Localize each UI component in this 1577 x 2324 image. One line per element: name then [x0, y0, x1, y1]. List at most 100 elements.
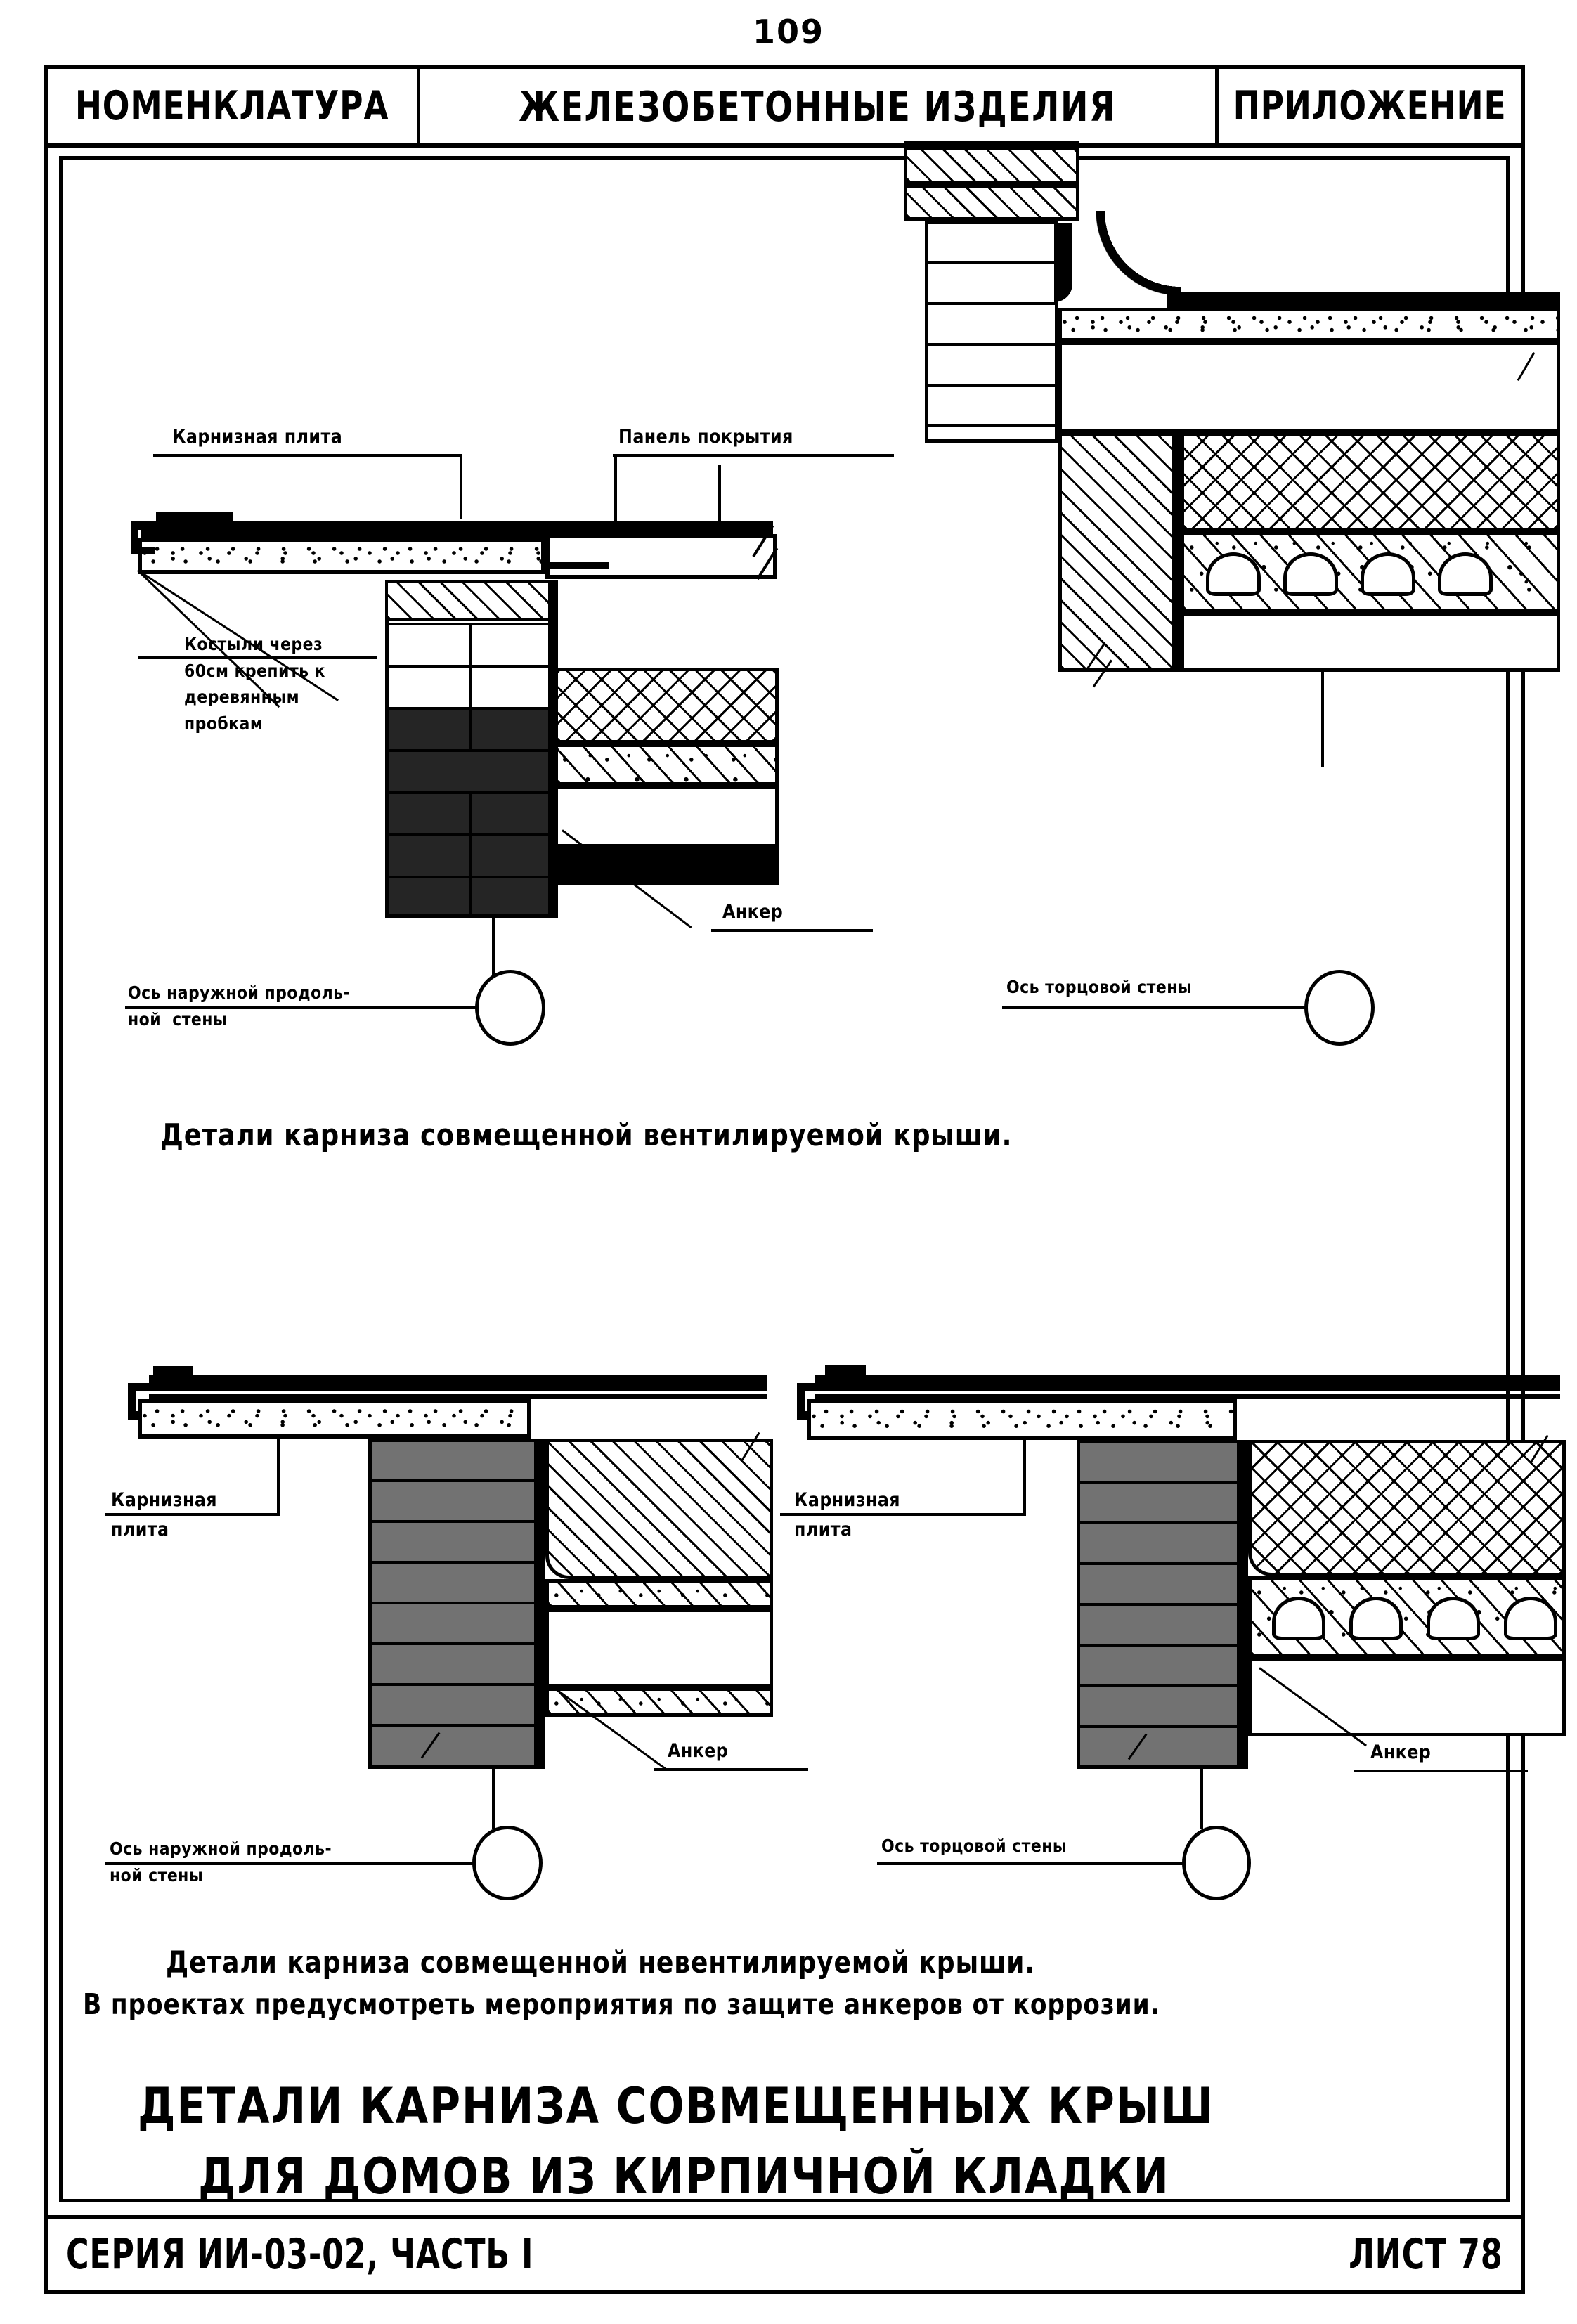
brick-course — [925, 302, 1058, 305]
header-nomenclature-label: НОМЕНКЛАТУРА — [75, 82, 389, 129]
detail-ventilated-longitudinal-wall: Карнизная плита Панель покрытия Костыли … — [0, 0, 894, 1096]
insulation-layer — [545, 1439, 773, 1579]
drip-edge-return — [797, 1383, 805, 1420]
leader-drop-cornice-slab — [277, 1439, 280, 1514]
title-block-footer: СЕРИЯ ИИ-03-02, ЧАСТЬ I ЛИСТ 78 — [44, 2215, 1525, 2294]
axis-line-horizontal — [1002, 1006, 1325, 1009]
parapet-top-seal — [904, 141, 1079, 149]
roofing-texture-deck — [1167, 292, 1560, 302]
bearing-shelf — [554, 848, 779, 885]
main-title-line1: ДЕТАЛИ КАРНИЗА СОВМЕЩЕННЫХ КРЫШ — [138, 2077, 1214, 2135]
axis-line-vertical — [1321, 672, 1324, 767]
roofing-layer2-overhang — [815, 1394, 1560, 1399]
wall-panel-joint — [534, 1439, 545, 1769]
axis-line-horizontal — [105, 1862, 492, 1865]
insulation-layer — [554, 668, 779, 744]
floor-slab — [554, 744, 779, 786]
soffit-space — [1181, 613, 1560, 672]
ceiling-space — [545, 1609, 773, 1687]
panel-void — [1206, 552, 1261, 596]
detail-nonventilated-end-wall: Карнизная плита Анкер Ос — [780, 1307, 1577, 1919]
floor-slab — [545, 1579, 773, 1609]
roofing-layer-overhang — [141, 530, 773, 538]
roofing-layer-overhang — [815, 1383, 1560, 1391]
drip-edge-apron — [797, 1383, 850, 1391]
brick-hatch-overlay — [372, 1442, 538, 1765]
parapet-cap-lower — [904, 184, 1079, 221]
cornice-slab-body — [138, 538, 545, 574]
label-cornice-slab: Карнизная плита — [794, 1489, 901, 1540]
note-anchor-corrosion: В проектах предусмотреть мероприятия по … — [83, 1987, 1160, 2021]
footer-sheet-label: ЛИСТ 78 — [1348, 2230, 1503, 2279]
detail-nonventilated-longitudinal-wall: Карнизная плита Анкер Ось наружной продо… — [0, 1307, 808, 1919]
end-wall-below — [1058, 433, 1181, 672]
axis-line-vertical — [492, 1769, 495, 1829]
axis-line-horizontal — [125, 1006, 491, 1009]
cleat-bracket — [156, 512, 233, 527]
panel-void — [1504, 1597, 1557, 1640]
axis-circle-marker — [1304, 970, 1375, 1046]
wall-panel-joint — [548, 580, 558, 918]
brick-hatch-overlay — [1080, 1443, 1240, 1765]
panel-void — [1349, 1597, 1403, 1640]
leader-underline-cornice-slab — [105, 1513, 280, 1516]
brick-course — [925, 343, 1058, 346]
brick-course — [925, 261, 1058, 264]
brick-course — [925, 384, 1058, 387]
header-cell-appendix: ПРИЛОЖЕНИЕ — [1219, 69, 1521, 143]
leader-underline-anchor — [654, 1768, 808, 1771]
label-roof-panel: Панель покрытия — [618, 426, 793, 448]
leader-underline-roof-panel — [613, 454, 894, 457]
leader-underline-anchor — [711, 929, 873, 932]
label-axis-end-wall: Ось торцовой стены — [881, 1836, 1067, 1856]
axis-circle-marker — [472, 1826, 543, 1900]
label-anchor: Анкер — [722, 901, 784, 923]
insulation-layer — [1248, 1440, 1566, 1576]
panel-void — [1272, 1597, 1325, 1640]
leader-drop2-roof-panel — [718, 465, 721, 543]
leader-underline-cornice-slab — [153, 454, 462, 457]
cleat-bracket — [153, 1366, 193, 1380]
footer-series-label: СЕРИЯ ИИ-03-02, ЧАСТЬ I — [66, 2230, 534, 2279]
end-wall-joint — [1172, 433, 1182, 672]
caption-nonventilated-roof: Детали карниза совмещенной невентилируем… — [166, 1945, 1035, 1980]
roofing-layer-deck — [1167, 301, 1560, 308]
brick-course — [925, 424, 1058, 427]
drip-edge-apron — [128, 1383, 181, 1391]
detail-ventilated-end-wall: Панель покрытия — [787, 0, 1577, 1096]
roofing-cove-sweep — [1054, 211, 1181, 295]
panel-void — [1438, 552, 1493, 596]
caption-ventilated-roof: Детали карниза совмещенной вентилируемой… — [160, 1117, 1013, 1153]
leader-underline-kostyli — [138, 656, 377, 659]
header-appendix-label: ПРИЛОЖЕНИЕ — [1233, 82, 1507, 129]
header-cell-title: ЖЕЛЕЗОБЕТОННЫЕ ИЗДЕЛИЯ — [420, 69, 1219, 143]
drip-edge-return — [131, 521, 138, 554]
drip-edge-return — [128, 1383, 136, 1420]
leader-underline-cornice-slab — [780, 1513, 1026, 1516]
ventilated-air-cavity — [1058, 342, 1560, 433]
attic-block — [385, 580, 554, 621]
label-cornice-slab: Карнизная плита — [111, 1489, 218, 1540]
brick-hatch-overlay — [389, 710, 550, 915]
cleat-bracket — [825, 1365, 866, 1380]
leader-underline-anchor — [1354, 1770, 1528, 1772]
label-cornice-slab: Карнизная плита — [172, 426, 343, 448]
roofing-layer2-overhang — [149, 1394, 767, 1399]
leader-drop-cornice-slab — [460, 454, 462, 519]
roofing-texture-overhang — [149, 1375, 767, 1384]
roofing-layer-overhang — [149, 1383, 767, 1391]
panel-void — [1361, 552, 1415, 596]
screed-layer — [1058, 308, 1560, 342]
axis-line-vertical — [1200, 1769, 1203, 1829]
label-axis-end-wall: Ось торцовой стены — [1006, 977, 1193, 997]
axis-line-horizontal — [877, 1862, 1200, 1865]
parapet-cap — [904, 146, 1079, 184]
leader-drop-roof-panel — [614, 454, 617, 545]
axis-circle-marker — [475, 970, 545, 1046]
cornice-slab-body — [138, 1399, 531, 1439]
title-block-header: НОМЕНКЛАТУРА ЖЕЛЕЗОБЕТОННЫЕ ИЗДЕЛИЯ ПРИЛ… — [44, 65, 1525, 148]
bearing-shelf — [545, 1687, 773, 1717]
label-axis-longitudinal-wall: Ось наружной продоль- ной стены — [128, 982, 351, 1030]
cornice-slab-body — [807, 1399, 1237, 1440]
